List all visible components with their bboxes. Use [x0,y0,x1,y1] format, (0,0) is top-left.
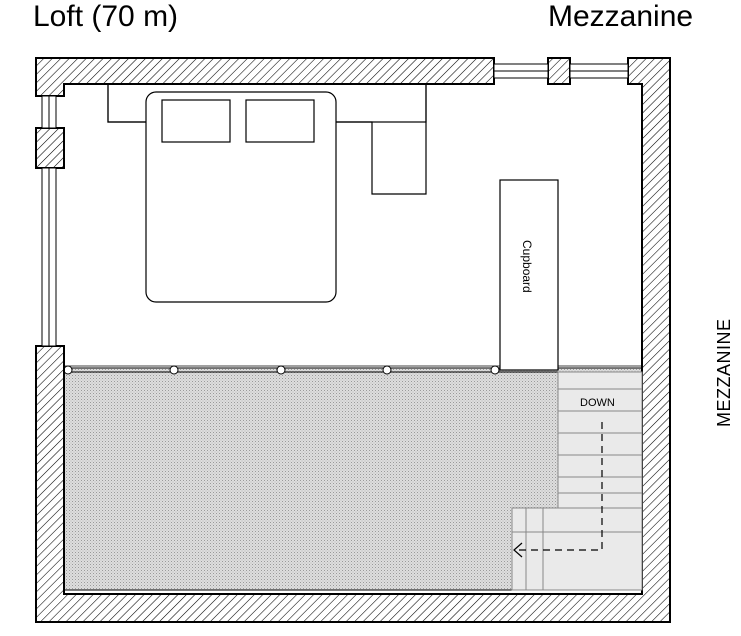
stair-direction-label: DOWN [580,397,615,409]
pillow-left [161,99,231,143]
walls [35,57,671,623]
pillow-right [245,99,315,143]
stair-arrow [518,422,603,551]
bed [107,83,427,303]
windows [41,63,629,347]
mezzanine-heading: Mezzanine [548,0,694,33]
plan-title: Loft (70 m) [33,0,179,33]
arrow-head-icon [513,542,523,558]
staircase [511,371,643,591]
cupboard-label: Cupboard [520,240,534,293]
cupboard [499,179,559,371]
railing-posts [63,365,500,375]
